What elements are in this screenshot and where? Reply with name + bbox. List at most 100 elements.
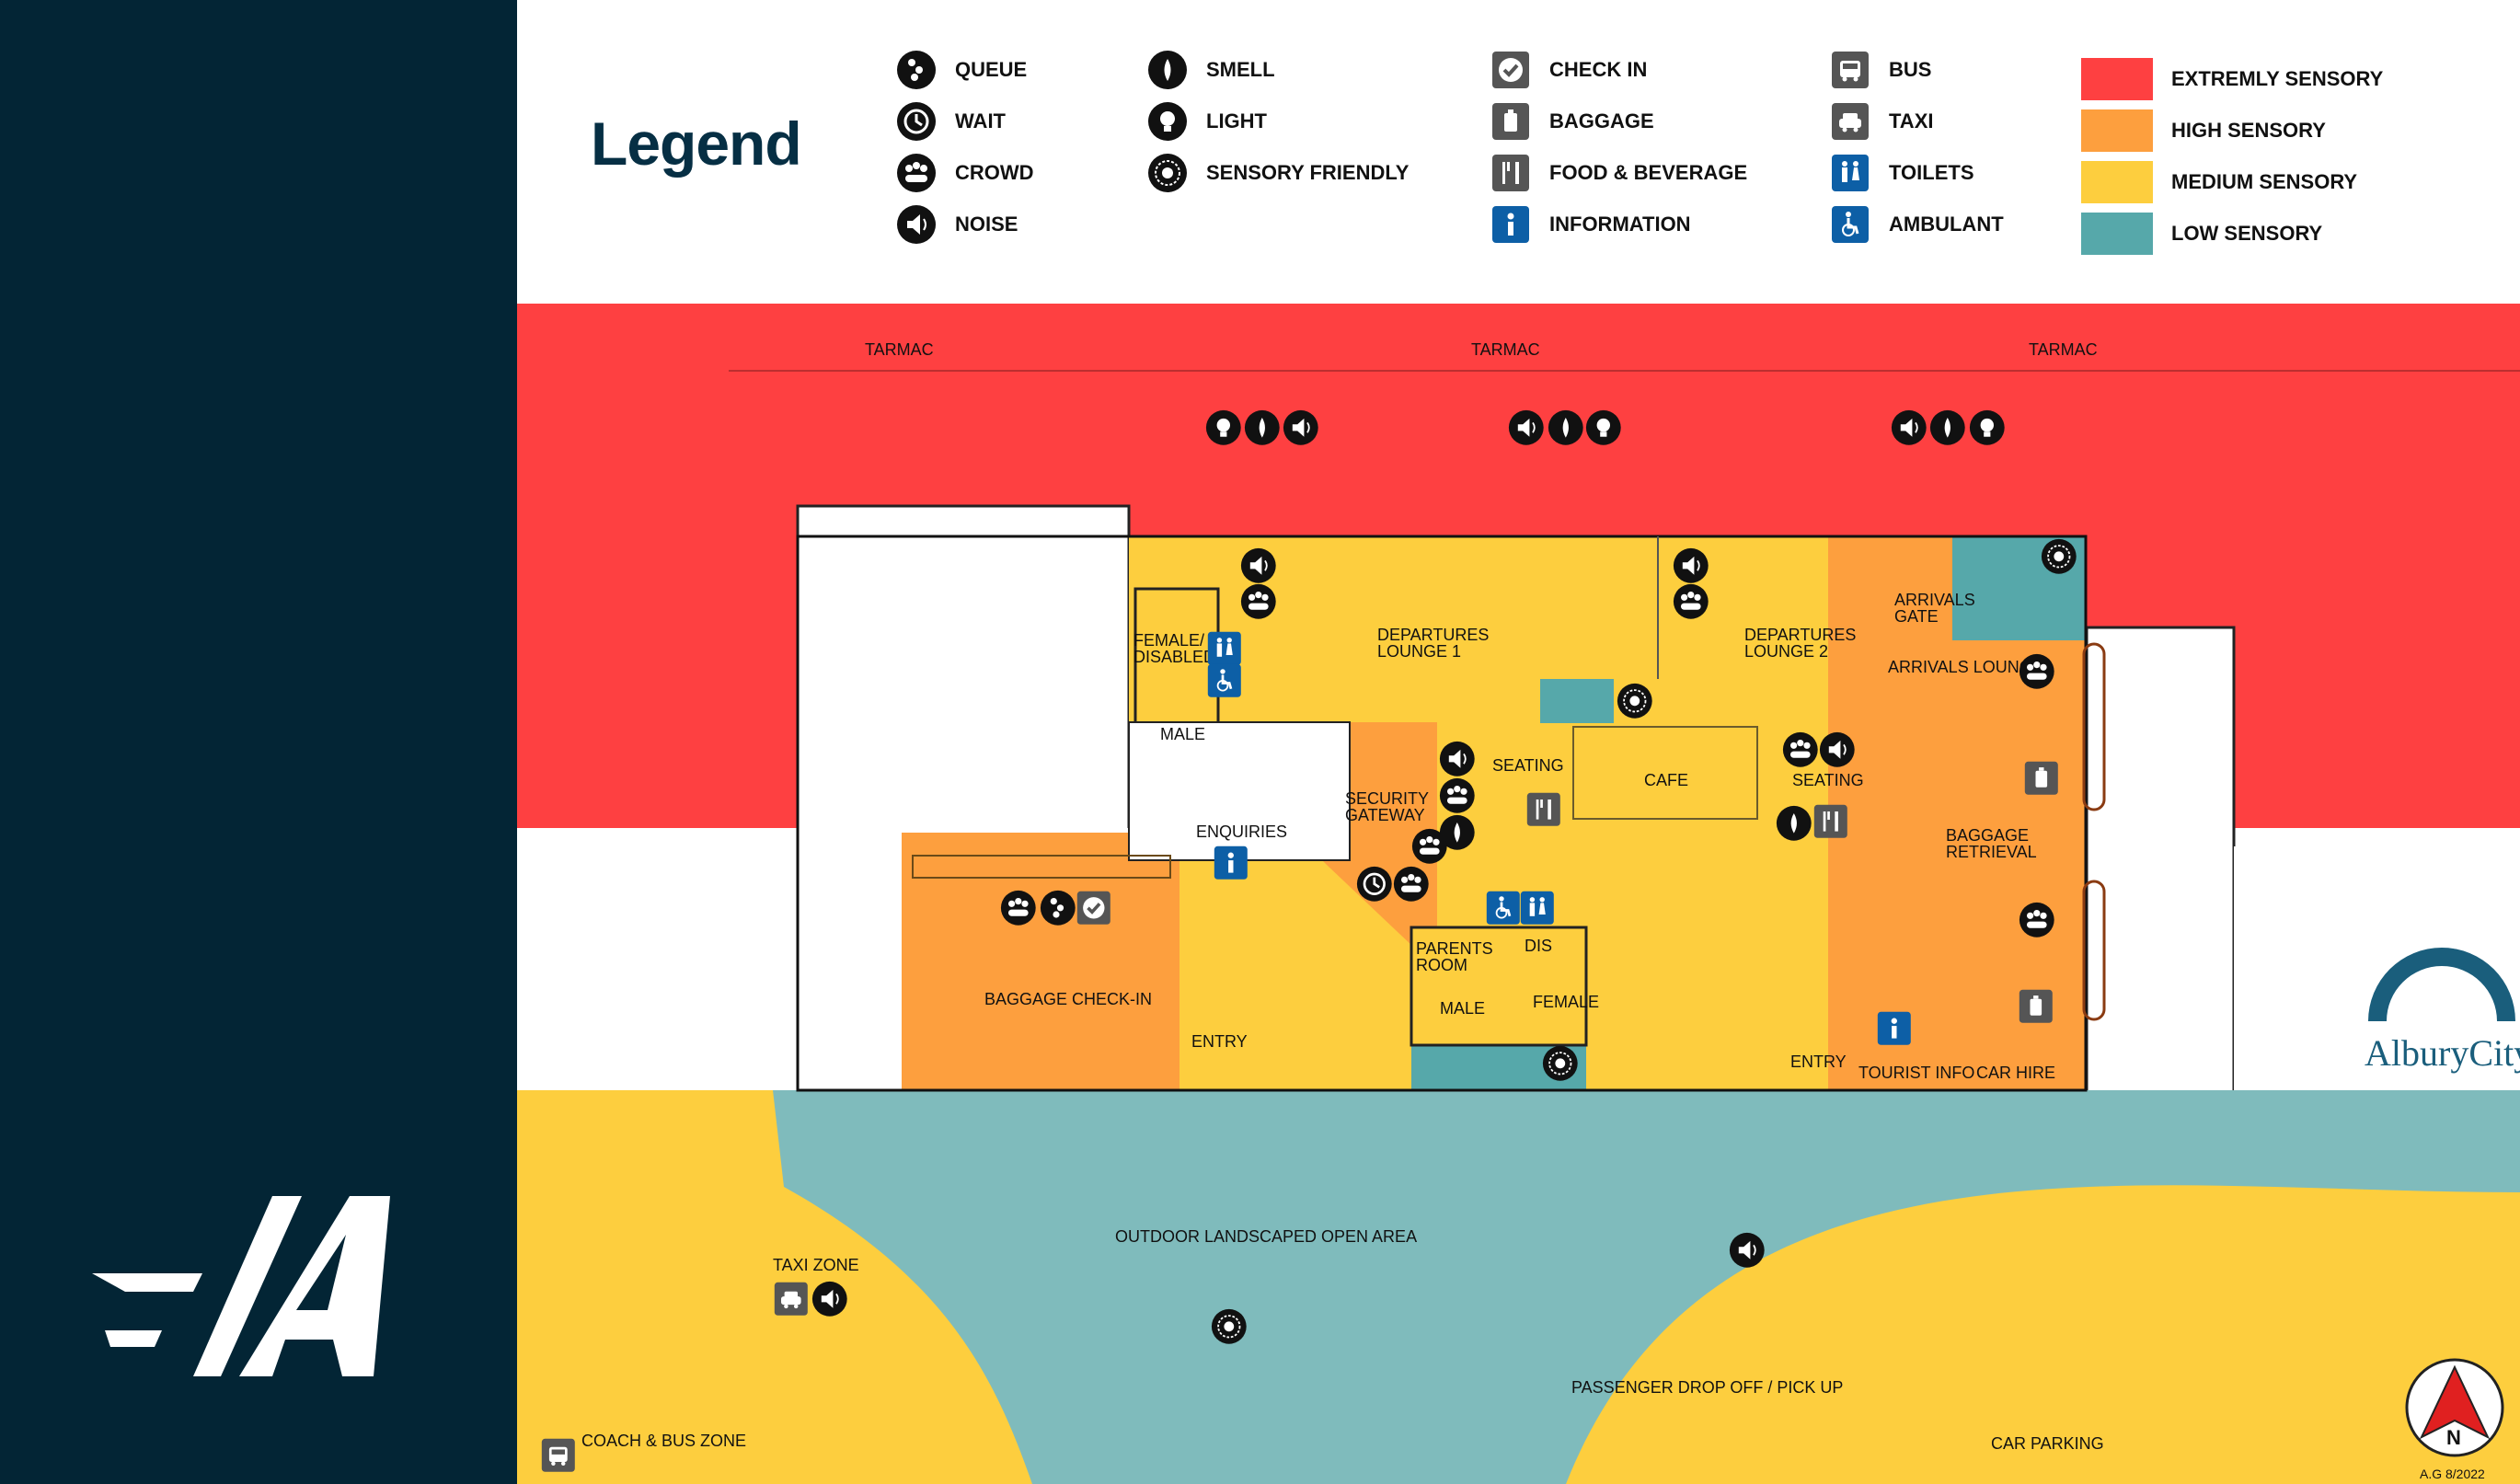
ambulant-icon (1486, 891, 1520, 925)
map-label-male: MALE (1160, 725, 1205, 743)
queue-icon (896, 50, 937, 90)
noise-icon (896, 204, 937, 245)
legend-item-label: AMBULANT (1889, 213, 2004, 236)
city-logo: AlburyCity (2365, 948, 2520, 1074)
outdoor-low-zone (773, 1090, 2520, 1484)
compass-letter: N (2446, 1426, 2461, 1449)
map-label-drop-off: PASSENGER DROP OFF / PICK UP (1571, 1378, 1843, 1397)
map-label-female-2: FEMALE (1533, 993, 1599, 1011)
legend-item-label: FOOD & BEVERAGE (1549, 161, 1748, 184)
map-label-car-hire: CAR HIRE (1976, 1064, 2055, 1082)
map-label-seating-2: SEATING (1792, 771, 1864, 789)
zone-label: HIGH SENSORY (2171, 119, 2326, 142)
legend-item-light: LIGHT (1147, 101, 1267, 142)
legend-item-label: WAIT (955, 109, 1006, 132)
legend-item-smell: SMELL (1147, 50, 1275, 90)
map-label-tarmac-2: TARMAC (1471, 340, 1540, 359)
logo-wing-shape-2 (105, 1330, 162, 1347)
smell-icon (1776, 805, 1812, 841)
light-icon (1147, 101, 1188, 142)
legend-item-label: BAGGAGE (1549, 109, 1654, 132)
baggage-icon (2019, 989, 2053, 1023)
legend-item-label: BUS (1889, 58, 1932, 81)
sidebar-panel (0, 0, 517, 1484)
legend-item-baggage: BAGGAGE (1490, 101, 1654, 142)
legend-item-toilets: TOILETS (1830, 153, 1974, 193)
noise-icon (1673, 547, 1709, 583)
map-label-outdoor-area: OUTDOOR LANDSCAPED OPEN AREA (1115, 1227, 1417, 1246)
legend-zone-1: HIGH SENSORY (2081, 109, 2326, 152)
legend-zone-0: EXTREMLY SENSORY (2081, 58, 2383, 100)
sensory-friendly-icon (1147, 153, 1188, 193)
legend-item-bus: BUS (1830, 50, 1931, 90)
food-beverage-icon (1526, 792, 1560, 826)
baggage-carousel (2082, 642, 2106, 811)
map-label-tarmac-3: TARMAC (2029, 340, 2098, 359)
compass: N (2405, 1358, 2504, 1457)
legend-item-label: QUEUE (955, 58, 1028, 81)
toilets-icon (1830, 153, 1870, 193)
compass-needle (2419, 1364, 2491, 1440)
building-white-block (796, 504, 1131, 834)
smell-icon (1439, 814, 1475, 850)
baggage-checkin-high-zone (902, 833, 1179, 1090)
legend-item-queue: QUEUE (896, 50, 1027, 90)
legend-item-label: LIGHT (1206, 109, 1267, 132)
ambulant-icon (1830, 204, 1870, 245)
map-label-taxi-zone: TAXI ZONE (773, 1256, 859, 1274)
legend-item-label: CHECK IN (1549, 58, 1648, 81)
ambulant-icon (1207, 663, 1241, 697)
zone-label: MEDIUM SENSORY (2171, 170, 2358, 193)
noise-icon (1283, 409, 1318, 445)
light-icon (1969, 409, 2005, 445)
queue-icon (1040, 890, 1076, 926)
legend-item-label: SMELL (1206, 58, 1275, 81)
wait-icon (1356, 866, 1392, 902)
legend-zone-3: LOW SENSORY (2081, 213, 2323, 255)
zone-swatch (2081, 161, 2153, 203)
airport-logo (92, 1196, 390, 1376)
check-in-icon (1076, 891, 1110, 925)
crowd-icon (1411, 828, 1447, 864)
legend-item-wait: WAIT (896, 101, 1006, 142)
bus-icon (1830, 50, 1870, 90)
legend-item-ambulant: AMBULANT (1830, 204, 2004, 245)
legend-item-label: TOILETS (1889, 161, 1974, 184)
noise-icon (1508, 409, 1544, 445)
legend-item-label: NOISE (955, 213, 1018, 236)
map-label-entry-2: ENTRY (1790, 1053, 1847, 1071)
information-icon (1490, 204, 1531, 245)
map-label-male-2: MALE (1440, 999, 1485, 1018)
taxi-icon (774, 1282, 808, 1316)
crowd-icon (1782, 731, 1818, 767)
legend-item-sensory-friendly: SENSORY FRIENDLY (1147, 153, 1409, 193)
noise-icon (1439, 741, 1475, 777)
noise-icon (811, 1281, 847, 1317)
legend-item-crowd: CROWD (896, 153, 1034, 193)
legend-item-label: INFORMATION (1549, 213, 1691, 236)
logo-wing-shape (92, 1273, 202, 1292)
noise-icon (1240, 547, 1276, 583)
sensory-friendly-icon (2041, 538, 2077, 574)
crowd-icon (1439, 777, 1475, 813)
information-icon (1877, 1011, 1911, 1045)
legend-item-taxi: TAXI (1830, 101, 1933, 142)
legend-title: Legend (591, 109, 802, 178)
wait-icon (896, 101, 937, 142)
zone-label: LOW SENSORY (2171, 222, 2323, 245)
crowd-icon (1000, 890, 1036, 926)
credit-text: A.G 8/2022 (2420, 1467, 2485, 1481)
crowd-icon (2019, 902, 2054, 938)
map-label-tarmac-1: TARMAC (865, 340, 934, 359)
legend-item-label: CROWD (955, 161, 1034, 184)
crowd-icon (1393, 866, 1429, 902)
sensory-friendly-icon (1542, 1045, 1578, 1081)
baggage-icon (2024, 761, 2058, 795)
